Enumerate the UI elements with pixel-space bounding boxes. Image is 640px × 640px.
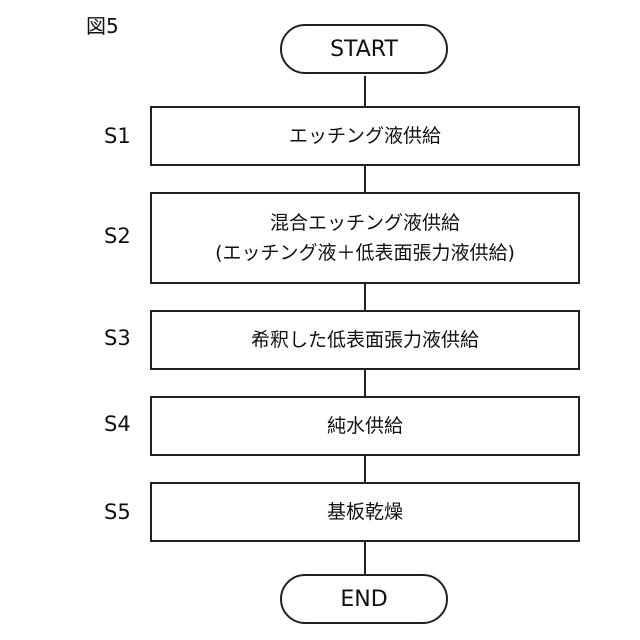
start-terminal: START bbox=[280, 24, 448, 74]
step-text: 純水供給 bbox=[327, 411, 403, 441]
figure-label: 図5 bbox=[86, 10, 119, 39]
step-box-s3: 希釈した低表面張力液供給 bbox=[150, 310, 580, 370]
step-box-s4: 純水供給 bbox=[150, 396, 580, 456]
step-id-s3: S3 bbox=[104, 326, 131, 350]
step-id-s1: S1 bbox=[104, 124, 131, 148]
step-text: 希釈した低表面張力液供給 bbox=[251, 325, 479, 355]
connector-s4-s5 bbox=[364, 454, 366, 484]
start-label: START bbox=[330, 37, 398, 62]
step-id-s4: S4 bbox=[104, 412, 131, 436]
connector-s3-s4 bbox=[364, 368, 366, 398]
step-box-s5: 基板乾燥 bbox=[150, 482, 580, 542]
step-text: 混合エッチング液供給 bbox=[270, 208, 460, 238]
step-id-s5: S5 bbox=[104, 500, 131, 524]
step-text: 基板乾燥 bbox=[327, 497, 403, 527]
end-terminal: END bbox=[280, 574, 448, 624]
step-box-s1: エッチング液供給 bbox=[150, 106, 580, 166]
end-label: END bbox=[340, 587, 387, 612]
step-text: エッチング液供給 bbox=[289, 121, 441, 151]
connector-s1-s2 bbox=[364, 164, 366, 194]
step-id-s2: S2 bbox=[104, 224, 131, 248]
connector-s2-s3 bbox=[364, 282, 366, 312]
step-text: (エッチング液＋低表面張力液供給) bbox=[215, 238, 515, 268]
step-box-s2: 混合エッチング液供給 (エッチング液＋低表面張力液供給) bbox=[150, 192, 580, 284]
connector-start-s1 bbox=[364, 76, 366, 106]
connector-s5-end bbox=[364, 540, 366, 574]
